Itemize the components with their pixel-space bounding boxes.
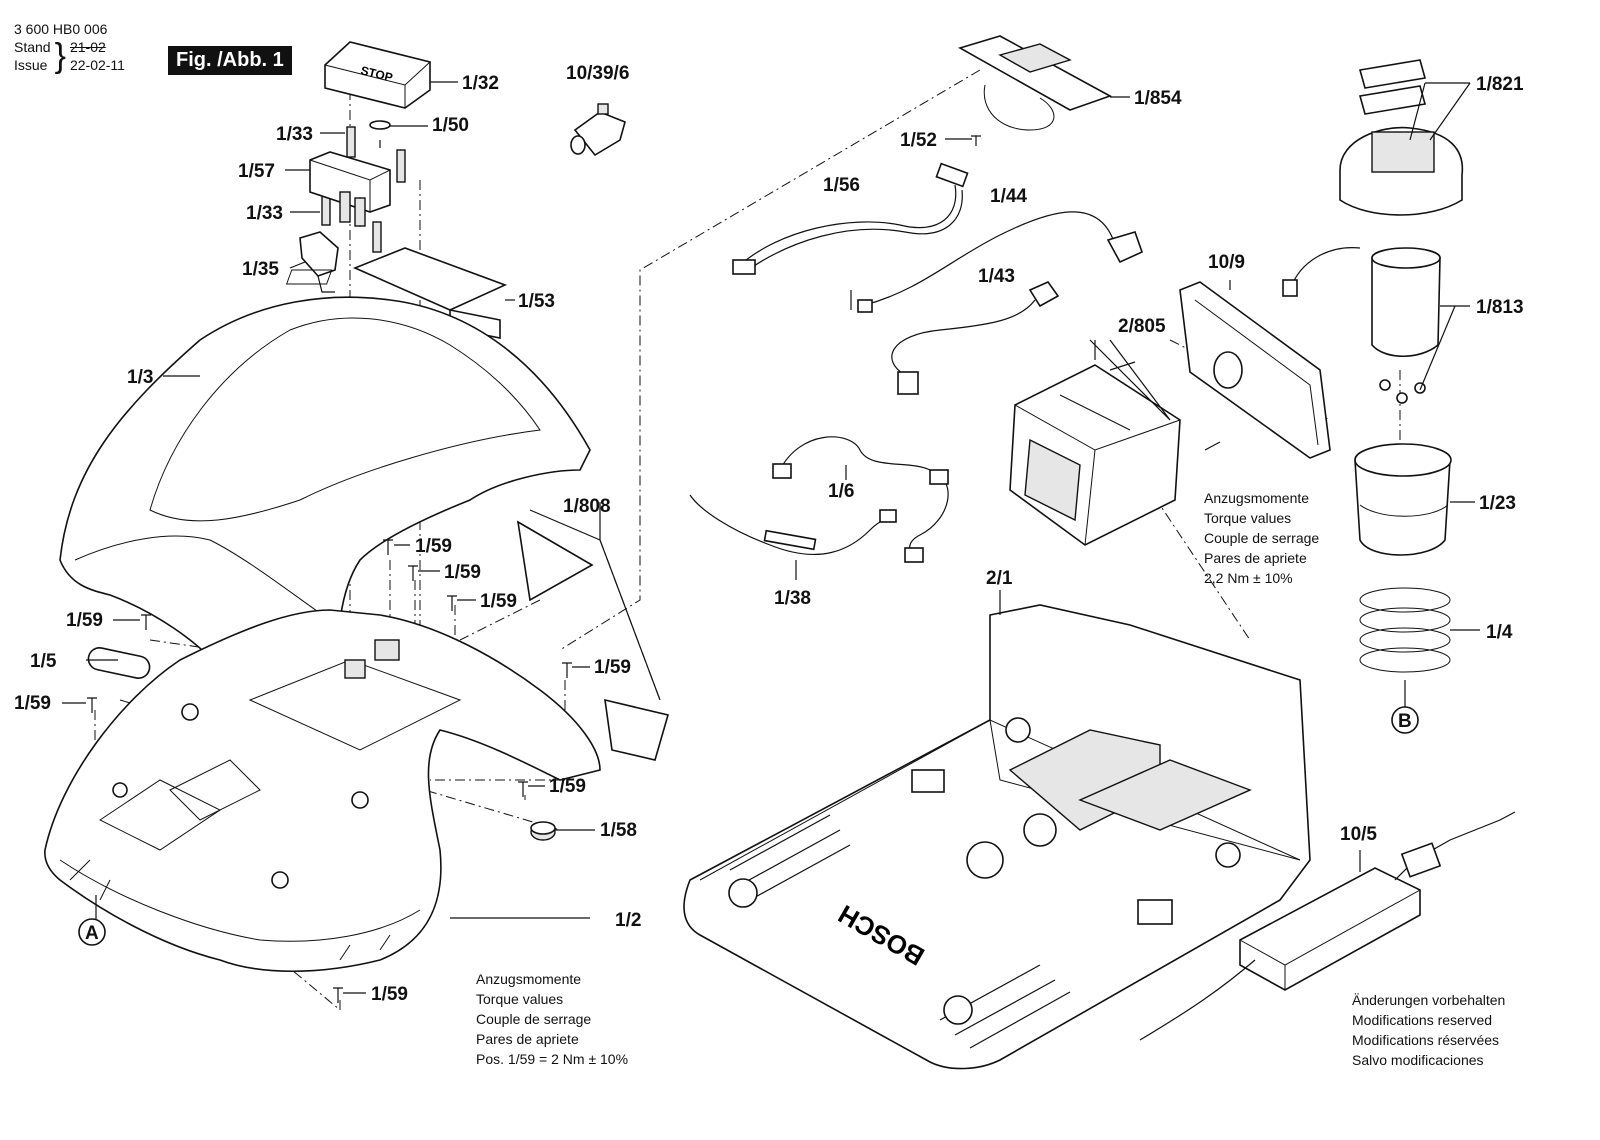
- torque-left-line-3: Couple de serrage: [476, 1011, 592, 1027]
- label-1-854: 1/854: [1134, 88, 1182, 109]
- label-1-59-b: 1/59: [444, 562, 481, 583]
- label-1-821: 1/821: [1476, 74, 1524, 95]
- label-1-32: 1/32: [462, 73, 499, 94]
- torque-right-line-2: Torque values: [1204, 510, 1292, 526]
- torque-left-line-2: Torque values: [476, 991, 564, 1007]
- seal-1-5: [87, 647, 151, 679]
- cable-1-38: [689, 494, 897, 555]
- label-1-3: 1/3: [127, 367, 153, 388]
- sensor-1-35: [299, 231, 339, 293]
- brace-glyph: }: [54, 37, 66, 75]
- base-2-1: BOSCH: [683, 604, 1311, 1070]
- windows-1-808: [516, 520, 670, 761]
- revision-block: Stand Issue } 21-02 22-02-11: [14, 38, 125, 74]
- cable-1-43: [891, 281, 1060, 395]
- chassis-1-2: [44, 609, 601, 972]
- label-1-59-g: 1/59: [549, 776, 586, 797]
- label-10-5: 10/5: [1340, 824, 1377, 845]
- label-10-39-6: 10/39/6: [566, 63, 629, 84]
- label-1-33-bottom: 1/33: [246, 203, 283, 224]
- figure-label: Fig. /Abb. 1: [168, 46, 292, 75]
- marker-a: A: [78, 918, 106, 946]
- cable-1-44: [857, 211, 1143, 313]
- label-1-5: 1/5: [30, 651, 57, 672]
- label-1-50: 1/50: [432, 115, 469, 136]
- label-1-53: 1/53: [518, 291, 555, 312]
- stop-cover-1-32: STOP: [324, 41, 431, 109]
- label-1-813: 1/813: [1476, 297, 1524, 318]
- label-2-1: 2/1: [986, 568, 1013, 589]
- torque-left-line-1: Anzugsmomente: [476, 971, 582, 987]
- label-1-35: 1/35: [242, 259, 279, 280]
- label-1-59-e: 1/59: [14, 693, 51, 714]
- label-1-56: 1/56: [823, 175, 860, 196]
- torque-note-left: Anzugsmomente Torque values Couple de se…: [476, 969, 628, 1069]
- switch-housing-1-57: [309, 151, 391, 227]
- label-1-23: 1/23: [1479, 493, 1516, 514]
- label-1-33-top: 1/33: [276, 124, 313, 145]
- motor-1-813: [1282, 126, 1464, 404]
- electronics-2-805: [1009, 361, 1221, 546]
- label-1-2: 1/2: [615, 910, 641, 931]
- label-1-59-h: 1/59: [371, 984, 408, 1005]
- marker-b: B: [1391, 706, 1419, 734]
- label-1-52: 1/52: [900, 130, 937, 151]
- springs: [321, 120, 406, 253]
- spring-1-4: [1359, 587, 1451, 673]
- label-10-9: 10/9: [1208, 252, 1245, 273]
- label-1-58: 1/58: [600, 820, 637, 841]
- issue-label: Issue: [14, 57, 48, 73]
- torque-left-line-4: Pares de apriete: [476, 1031, 579, 1047]
- label-1-59-c: 1/59: [480, 591, 517, 612]
- issue-value: 22-02-11: [69, 57, 125, 73]
- torque-note-right: Anzugsmomente Torque values Couple de se…: [1204, 488, 1319, 588]
- changes-line-2: Modifications reserved: [1352, 1012, 1493, 1028]
- housing-1-23: [1354, 443, 1452, 556]
- changes-note: Änderungen vorbehalten Modifications res…: [1352, 990, 1505, 1070]
- label-1-4: 1/4: [1486, 622, 1513, 643]
- clip-1-821: [1358, 59, 1427, 115]
- label-2-805: 2/805: [1118, 316, 1166, 337]
- label-1-38: 1/38: [774, 588, 811, 609]
- label-1-808: 1/808: [563, 496, 611, 517]
- part-labels: 1/32 1/50 1/33 1/57 1/33 1/35 1/53 1/3 1…: [14, 63, 1524, 1005]
- stand-label: Stand: [14, 39, 51, 55]
- label-1-44: 1/44: [990, 186, 1027, 207]
- changes-line-3: Modifications réservées: [1352, 1032, 1500, 1048]
- label-1-6: 1/6: [828, 481, 854, 502]
- torque-right-line-5: 2,2 Nm ± 10%: [1204, 570, 1293, 586]
- label-1-59-f: 1/59: [594, 657, 631, 678]
- screws-1-59: [87, 135, 981, 1003]
- doc-number: 3 600 HB0 006: [14, 21, 108, 37]
- torque-right-line-3: Couple de serrage: [1204, 530, 1320, 546]
- torque-left-line-5: Pos. 1/59 = 2 Nm ± 10%: [476, 1051, 629, 1067]
- label-1-59-d: 1/59: [66, 610, 103, 631]
- document-header: 3 600 HB0 006 Stand Issue } 21-02 22-02-…: [14, 20, 125, 74]
- changes-line-1: Änderungen vorbehalten: [1352, 992, 1506, 1008]
- torque-right-line-4: Pares de apriete: [1204, 550, 1307, 566]
- knob-1-58: [530, 821, 556, 841]
- cable-1-6: [772, 436, 949, 563]
- marker-a-text: A: [85, 923, 99, 944]
- cable-1-56: [732, 162, 969, 275]
- leader-lines: [62, 81, 1480, 994]
- power-supply-10-5: [1139, 811, 1516, 1041]
- coupling-10-39-6: [570, 103, 626, 157]
- label-1-59-a: 1/59: [415, 536, 452, 557]
- label-1-43: 1/43: [978, 266, 1015, 287]
- label-1-57: 1/57: [238, 161, 275, 182]
- cover-10-9: [1179, 281, 1331, 459]
- changes-line-4: Salvo modificaciones: [1352, 1052, 1484, 1068]
- marker-b-text: B: [1398, 711, 1412, 732]
- torque-right-line-1: Anzugsmomente: [1204, 490, 1310, 506]
- stand-old-value: 21-02: [69, 39, 106, 55]
- board-1-854: [957, 35, 1112, 131]
